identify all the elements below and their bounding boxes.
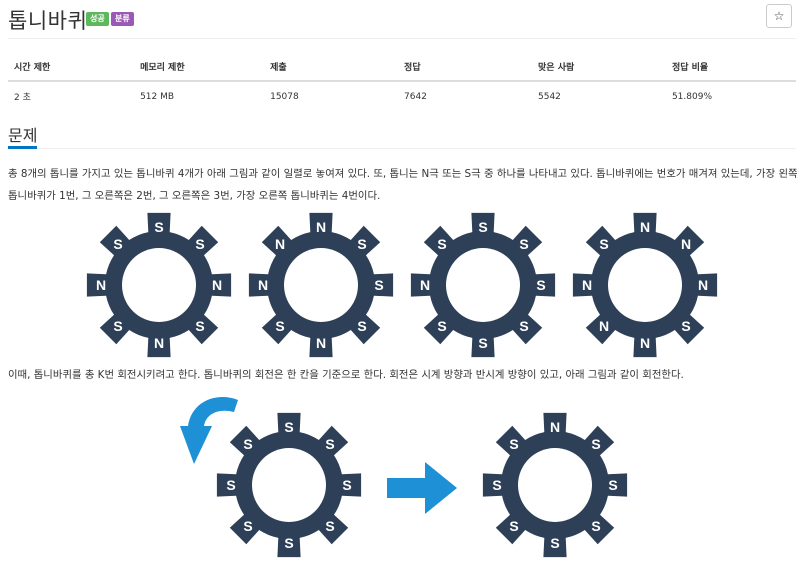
gear-tooth-pole-label: N <box>154 335 164 351</box>
header-accepted: 정답 <box>398 54 532 82</box>
gear-tooth-pole-label: S <box>284 419 293 435</box>
gear-tooth-pole-label: S <box>284 535 293 551</box>
status-badge-success[interactable]: 성공 <box>86 12 109 26</box>
rotation-description-paragraph: 이때, 톱니바퀴를 총 K번 회전시키려고 한다. 톱니바퀴의 회전은 한 칸을… <box>8 369 684 381</box>
time-limit-value: 2 초 <box>14 93 31 103</box>
gear-tooth-pole-label: S <box>519 318 528 334</box>
gear-tooth-pole-label: S <box>599 236 608 252</box>
right-arrow-icon <box>387 462 457 514</box>
gear-tooth-pole-label: S <box>550 535 559 551</box>
title-bar: 톱니바퀴 성공 분류 ☆ <box>0 0 800 36</box>
gear-tooth-pole-label: S <box>342 477 351 493</box>
gear-tooth-pole-label: S <box>478 219 487 235</box>
gear-tooth-pole-label: S <box>681 318 690 334</box>
gear-tooth-pole-label: S <box>195 318 204 334</box>
gear-tooth-pole-label: S <box>357 236 366 252</box>
gear-tooth-pole-label: N <box>258 277 268 293</box>
header-time-limit: 시간 제한 <box>8 54 135 82</box>
counterclockwise-rotate-arrow-icon <box>180 397 238 464</box>
gear-tooth-pole-label: S <box>509 518 518 534</box>
gear-tooth-pole-label: S <box>591 518 600 534</box>
header-memory-limit: 메모리 제한 <box>134 54 265 82</box>
gear-tooth-pole-label: S <box>243 518 252 534</box>
gear-tooth-pole-label: S <box>608 477 617 493</box>
gear-center-hole <box>518 448 592 522</box>
memory-limit-value: 512 MB <box>140 91 175 102</box>
gear-tooth-pole-label: N <box>420 277 430 293</box>
gear-tooth-pole-label: N <box>316 335 326 351</box>
gear-tooth-pole-label: S <box>275 318 284 334</box>
gear-center-hole <box>446 248 520 322</box>
page-title: 톱니바퀴 <box>8 9 88 33</box>
gear-tooth-pole-label: N <box>96 277 106 293</box>
header-solvers: 맞은 사람 <box>532 54 666 82</box>
gear-tooth-pole-label: S <box>478 335 487 351</box>
gear-tooth-pole-label: N <box>316 219 326 235</box>
header-submissions: 제출 <box>264 54 399 82</box>
solvers-value[interactable]: 5542 <box>538 91 561 102</box>
problem-description-paragraph: 총 8개의 톱니를 가지고 있는 톱니바퀴 4개가 아래 그림과 같이 일렬로 … <box>8 168 798 202</box>
gear-2: N S S S N S N N <box>248 212 394 358</box>
gear-after-rotation: N S S S S S S S <box>482 412 628 558</box>
gear-tooth-pole-label: S <box>226 477 235 493</box>
submissions-value[interactable]: 15078 <box>270 91 299 102</box>
gear-tooth-pole-label: N <box>640 219 650 235</box>
table-header-row: 시간 제한 메모리 제한 제출 정답 맞은 사람 정답 비율 <box>8 54 796 82</box>
gear-tooth-pole-label: N <box>640 335 650 351</box>
accepted-value[interactable]: 7642 <box>404 91 427 102</box>
gear-center-hole <box>284 248 358 322</box>
gear-tooth-pole-label: N <box>681 236 691 252</box>
section-divider <box>8 148 796 149</box>
gear-tooth-pole-label: S <box>243 436 252 452</box>
gear-tooth-pole-label: S <box>195 236 204 252</box>
gear-3: S S S S S S N S <box>410 212 556 358</box>
gear-tooth-pole-label: S <box>113 318 122 334</box>
star-icon: ☆ <box>773 9 785 23</box>
gear-tooth-pole-label: S <box>325 518 334 534</box>
gear-tooth-pole-label: S <box>374 277 383 293</box>
gear-tooth-pole-label: S <box>536 277 545 293</box>
gear-tooth-pole-label: N <box>599 318 609 334</box>
gear-before-rotation: S S S S S S S S <box>216 412 362 558</box>
gear-tooth-pole-label: S <box>437 236 446 252</box>
gear-center-hole <box>252 448 326 522</box>
gear-tooth-pole-label: S <box>325 436 334 452</box>
gear-tooth-pole-label: S <box>509 436 518 452</box>
table-row: 2 초 512 MB 15078 7642 5542 51.809% <box>8 81 796 111</box>
gear-1: S S N S N S N S <box>86 212 232 358</box>
gear-tooth-pole-label: S <box>591 436 600 452</box>
category-badge[interactable]: 분류 <box>111 12 134 26</box>
header-accept-ratio: 정답 비율 <box>665 54 796 82</box>
gear-center-hole <box>122 248 196 322</box>
gear-tooth-pole-label: N <box>698 277 708 293</box>
divider <box>8 38 796 39</box>
gear-tooth-pole-label: S <box>154 219 163 235</box>
gear-tooth-pole-label: S <box>437 318 446 334</box>
gear-tooth-pole-label: N <box>212 277 222 293</box>
gear-tooth-pole-label: S <box>113 236 122 252</box>
gear-tooth-pole-label: N <box>582 277 592 293</box>
gear-tooth-pole-label: N <box>275 236 285 252</box>
gear-tooth-pole-label: S <box>519 236 528 252</box>
accept-ratio-value: 51.809% <box>671 91 712 102</box>
gear-tooth-pole-label: N <box>550 419 560 435</box>
gear-4: N N N S N N N S <box>572 212 718 358</box>
problem-info-table: 시간 제한 메모리 제한 제출 정답 맞은 사람 정답 비율 2 초 512 M… <box>8 54 796 111</box>
section-title: 문제 <box>8 126 38 145</box>
gear-tooth-pole-label: S <box>357 318 366 334</box>
gear-center-hole <box>608 248 682 322</box>
star-button[interactable]: ☆ <box>766 4 792 28</box>
gear-tooth-pole-label: S <box>492 477 501 493</box>
section-title-underline <box>8 146 37 149</box>
